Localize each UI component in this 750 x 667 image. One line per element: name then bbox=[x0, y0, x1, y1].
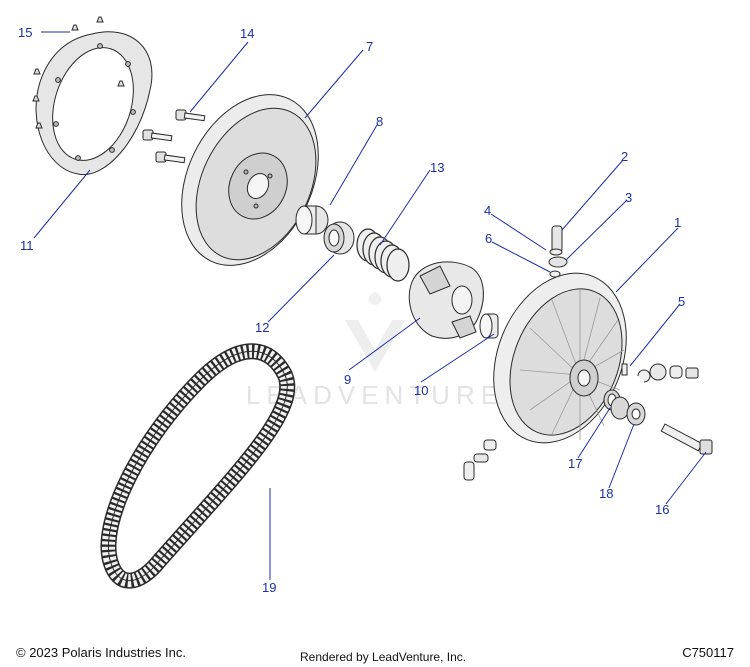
diagram-code: C750117 bbox=[682, 645, 734, 660]
part-12-bushing bbox=[323, 221, 355, 255]
part-4-washer bbox=[549, 248, 563, 256]
callout-12: 12 bbox=[255, 320, 269, 335]
callout-3: 3 bbox=[625, 190, 632, 205]
part-18-washers bbox=[610, 396, 646, 426]
callout-15: 15 bbox=[18, 25, 32, 40]
part-2-plunger bbox=[551, 225, 563, 253]
callout-13: 13 bbox=[430, 160, 444, 175]
callout-18: 18 bbox=[599, 486, 613, 501]
callout-8: 8 bbox=[376, 114, 383, 129]
part-10-bushing bbox=[479, 313, 499, 339]
part-8-bushing bbox=[295, 205, 329, 235]
callout-6: 6 bbox=[485, 231, 492, 246]
callout-10: 10 bbox=[414, 383, 428, 398]
callout-1: 1 bbox=[674, 215, 681, 230]
callout-labels: 15 14 7 8 13 11 12 9 10 2 3 4 1 6 5 17 1… bbox=[18, 25, 685, 595]
callout-2: 2 bbox=[621, 149, 628, 164]
callout-5: 5 bbox=[678, 294, 685, 309]
copyright-text: © 2023 Polaris Industries Inc. bbox=[16, 645, 186, 660]
callout-14: 14 bbox=[240, 26, 254, 41]
part-15-rivets bbox=[32, 16, 125, 129]
callout-19: 19 bbox=[262, 580, 276, 595]
rendered-by-text: Rendered by LeadVenture, Inc. bbox=[300, 650, 467, 664]
part-11-plate bbox=[35, 31, 153, 176]
callout-7: 7 bbox=[366, 39, 373, 54]
part-6-ball bbox=[549, 270, 561, 278]
callout-9: 9 bbox=[344, 372, 351, 387]
callout-11: 11 bbox=[20, 238, 34, 253]
part-3-spring bbox=[548, 256, 568, 268]
callout-16: 16 bbox=[655, 502, 669, 517]
part-14-bolts bbox=[142, 109, 206, 164]
part-13-spring bbox=[356, 228, 410, 282]
part-19-belt bbox=[100, 343, 296, 589]
part-5-rollers bbox=[621, 363, 699, 383]
part-1-moveable-sheave bbox=[493, 272, 627, 444]
part-9-spider bbox=[408, 261, 484, 339]
part-7-sheave bbox=[181, 94, 319, 266]
callout-17: 17 bbox=[568, 456, 582, 471]
leader-lines bbox=[33, 31, 707, 580]
part-16-bolt bbox=[660, 423, 713, 455]
callout-4: 4 bbox=[484, 203, 491, 218]
part-pins bbox=[463, 439, 497, 481]
